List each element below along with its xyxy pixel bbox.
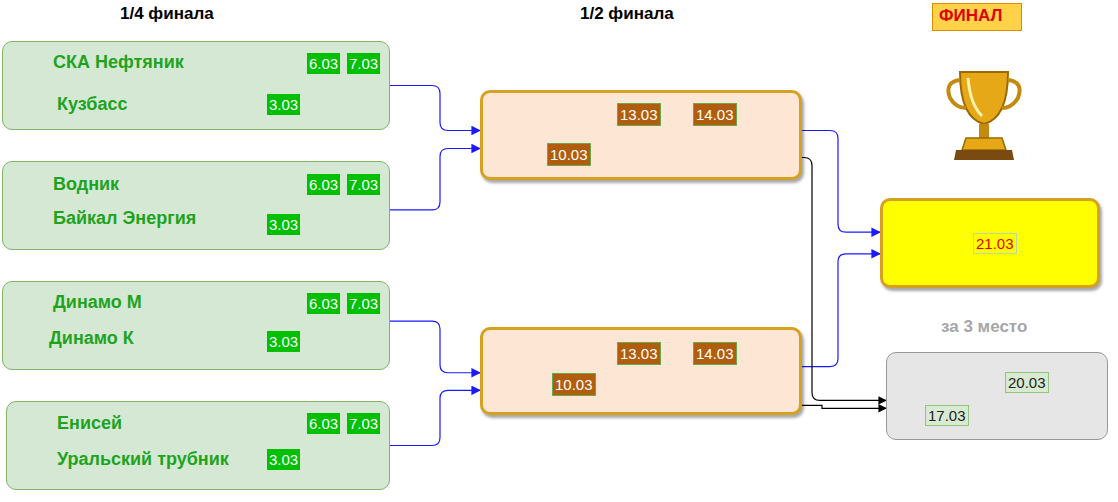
match-date: 3.03 xyxy=(267,331,300,352)
trophy-cup xyxy=(948,72,1019,160)
team-name: Уральский трубник xyxy=(57,449,229,470)
match-date: 7.03 xyxy=(347,53,380,74)
match-date: 14.03 xyxy=(693,103,737,126)
match-date: 14.03 xyxy=(693,342,737,365)
quarterfinal-box: Енисей 6.03 7.03Уральский трубник 3.03 xyxy=(6,401,390,490)
bracket-connector xyxy=(390,149,480,210)
match-date: 10.03 xyxy=(547,143,591,166)
bracket-connector xyxy=(390,321,480,373)
match-date: 7.03 xyxy=(347,174,380,195)
team-name: Водник xyxy=(53,174,119,195)
quarterfinal-box: Динамо М 6.03 7.03Динамо К 3.03 xyxy=(2,281,390,370)
third-place-box: за 3 место20.0317.03 xyxy=(886,352,1108,440)
match-date: 3.03 xyxy=(267,449,300,470)
match-date: 3.03 xyxy=(267,94,300,115)
heading-text: ФИНАЛ xyxy=(939,6,1002,26)
final-heading-box: ФИНАЛ xyxy=(932,3,1022,31)
quarterfinal-box: СКА Нефтяник 6.03 7.03Кузбасс 3.03 xyxy=(2,41,390,130)
match-date: 6.03 xyxy=(307,293,340,314)
bracket-connector xyxy=(802,158,886,401)
team-name: Байкал Энергия xyxy=(53,208,196,229)
team-name: Динамо М xyxy=(53,292,142,313)
team-name: Динамо К xyxy=(49,328,134,349)
match-date: 6.03 xyxy=(307,413,340,434)
quarterfinal-box: Водник 6.03 7.03Байкал Энергия 3.03 xyxy=(2,161,390,250)
team-name: Енисей xyxy=(57,413,122,434)
match-date: 10.03 xyxy=(552,373,596,396)
match-date: 13.03 xyxy=(617,103,661,126)
match-date: 17.03 xyxy=(925,405,969,426)
team-name: СКА Нефтяник xyxy=(53,52,184,73)
final-box: 21.03 xyxy=(880,198,1100,288)
match-date: 13.03 xyxy=(617,342,661,365)
bracket-connector xyxy=(390,390,480,445)
semifinal-box: 13.03 14.03 10.03 xyxy=(480,327,802,415)
match-date: 20.03 xyxy=(1005,372,1049,393)
heading-text: за 3 место xyxy=(941,317,1027,337)
bracket-connector xyxy=(802,254,880,367)
match-date: 7.03 xyxy=(347,413,380,434)
round-heading: 1/2 финала xyxy=(580,4,674,24)
match-date: 6.03 xyxy=(307,53,340,74)
bracket-connector xyxy=(802,405,886,408)
match-date: 3.03 xyxy=(267,214,300,235)
match-date: 7.03 xyxy=(347,293,380,314)
semifinal-box: 13.03 14.03 10.03 xyxy=(480,90,802,180)
bracket-connector xyxy=(802,131,880,233)
match-date: 21.03 xyxy=(973,233,1017,254)
team-name: Кузбасс xyxy=(57,94,127,115)
round-heading: 1/4 финала xyxy=(120,4,214,24)
match-date: 6.03 xyxy=(307,174,340,195)
bracket-connector xyxy=(390,86,480,131)
